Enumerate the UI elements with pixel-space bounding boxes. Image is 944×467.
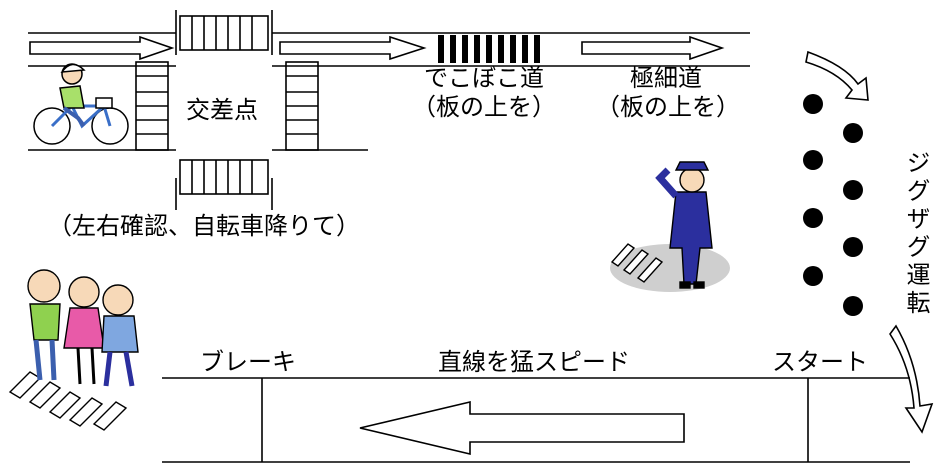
intersection-label: 交差点 xyxy=(186,96,258,124)
bumpy-road-label: でこぼこ道 xyxy=(424,64,544,92)
zigzag-label: ジグザグ運転 xyxy=(902,150,930,318)
curved-arrow-bottom-icon xyxy=(889,324,934,434)
narrow-road-label: 極細道 xyxy=(630,64,702,92)
police-officer-icon xyxy=(610,161,730,292)
top-road xyxy=(28,32,750,67)
curved-arrow-top-icon xyxy=(805,50,869,101)
zigzag-dots xyxy=(803,94,863,316)
children-walking-icon xyxy=(8,269,139,431)
course-arrow-bottom xyxy=(359,400,685,456)
narrow-road-note: （板の上を） xyxy=(596,93,740,121)
course-arrow-2 xyxy=(279,35,427,61)
course-arrow-3 xyxy=(581,35,725,61)
crosswalk-south xyxy=(179,159,269,195)
intersection-note: （左右確認、自転車降りて） xyxy=(48,212,360,240)
start-label: スタート xyxy=(772,348,868,376)
brake-label: ブレーキ xyxy=(200,348,296,376)
bumpy-road-bars xyxy=(438,35,540,63)
bumpy-road-note: （板の上を） xyxy=(412,93,556,121)
course-arrow-1 xyxy=(29,35,175,61)
crosswalk-north xyxy=(179,15,269,51)
cyclist-icon xyxy=(33,63,129,145)
crosswalk-west xyxy=(135,61,169,151)
straight-speed-label: 直線を猛スピード xyxy=(438,348,630,376)
bottom-road xyxy=(162,377,910,463)
crosswalk-east xyxy=(285,61,319,151)
